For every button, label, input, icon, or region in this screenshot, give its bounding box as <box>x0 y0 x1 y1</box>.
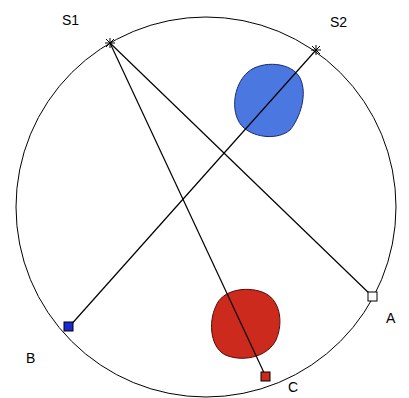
source-star <box>311 45 321 55</box>
point-label: C <box>288 379 298 395</box>
detector-marker <box>368 292 377 301</box>
ray-line <box>110 43 373 297</box>
source-star <box>105 38 115 48</box>
detector-marker <box>261 372 270 381</box>
detector-marker <box>64 322 73 331</box>
point-label: A <box>386 310 395 326</box>
point-label: B <box>26 350 35 366</box>
ray-line <box>110 43 266 377</box>
point-label: S1 <box>62 12 79 28</box>
boundary-circle <box>16 17 396 397</box>
ray-line <box>69 50 316 327</box>
point-label: S2 <box>330 14 347 30</box>
red-region <box>212 289 280 358</box>
